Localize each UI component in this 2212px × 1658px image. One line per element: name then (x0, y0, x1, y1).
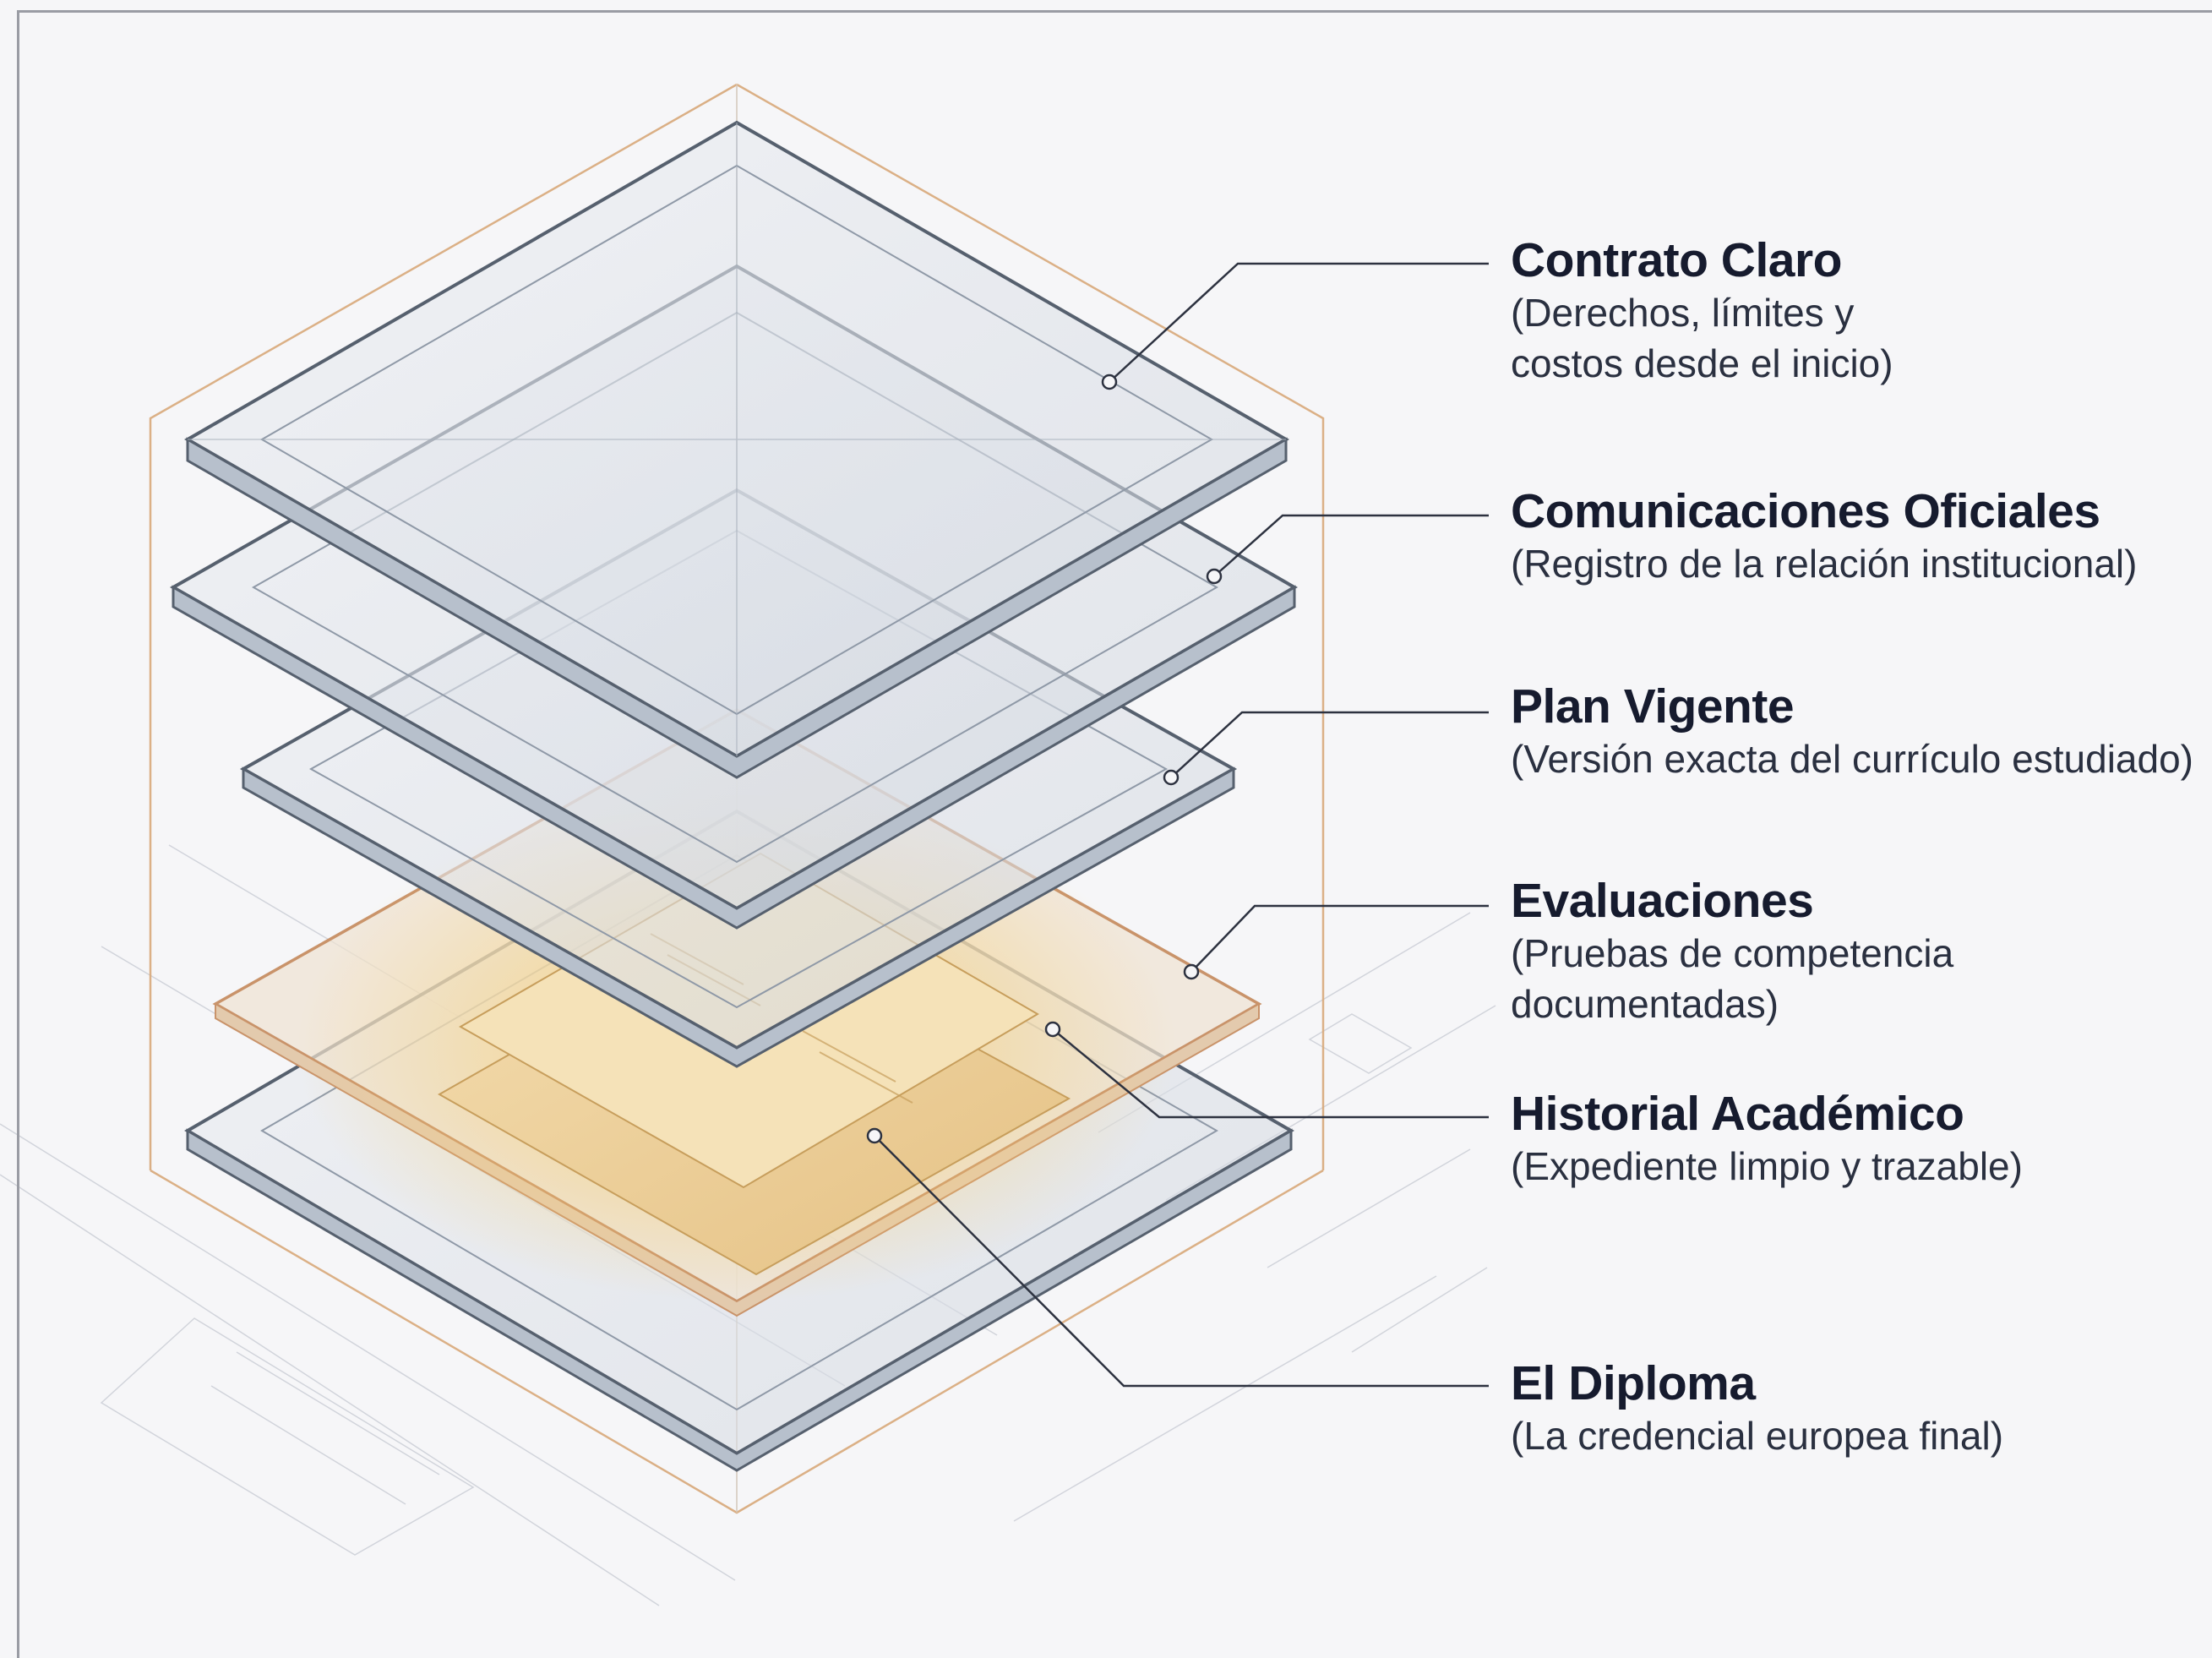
label-description: (Expediente limpio y trazable) (1511, 1144, 2023, 1188)
leader-lines (874, 262, 1489, 1388)
label-description: (Registro de la relación institucional) (1511, 542, 2138, 586)
label-title: Comunicaciones Oficiales (1511, 484, 2100, 538)
label-contrato: Contrato Claro (Derechos, límites y cost… (1511, 233, 2212, 389)
label-description: (Pruebas de competencia (1511, 931, 1954, 975)
leader-dots (866, 374, 1223, 1144)
layer-glass-contrato (183, 120, 1290, 779)
label-comunicaciones: Comunicaciones Oficiales (Registro de la… (1511, 484, 2212, 589)
label-evaluaciones: Evaluaciones (Pruebas de competencia doc… (1511, 874, 2212, 1029)
label-description: (La credencial europea final) (1511, 1414, 2004, 1458)
label-plan-vigente: Plan Vigente (Versión exacta del currícu… (1511, 679, 2212, 784)
label-diploma: El Diploma (La credencial europea final) (1511, 1356, 2212, 1461)
label-historial: Historial Académico (Expediente limpio y… (1511, 1087, 2212, 1192)
label-description: (Versión exacta del currículo estudiado) (1511, 737, 2193, 781)
label-title: Contrato Claro (1511, 233, 1843, 287)
label-title: El Diploma (1511, 1356, 1756, 1410)
label-title: Evaluaciones (1511, 874, 1814, 928)
label-description: (Derechos, límites y (1511, 291, 1855, 335)
label-description: documentadas) (1511, 982, 1779, 1026)
label-description: costos desde el inicio) (1511, 341, 1893, 385)
label-title: Historial Académico (1511, 1087, 1964, 1141)
diagram-frame (17, 10, 2212, 1658)
label-title: Plan Vigente (1511, 679, 1795, 734)
